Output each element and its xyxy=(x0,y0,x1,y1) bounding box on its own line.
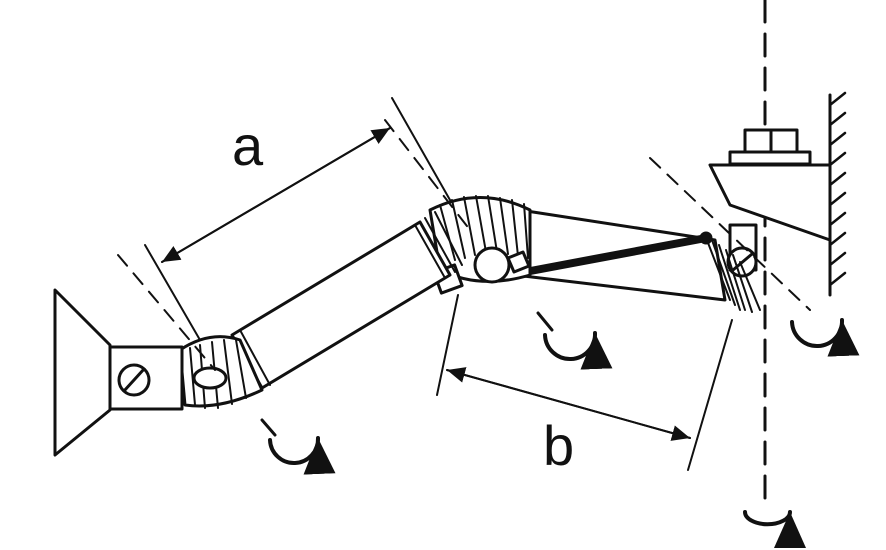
wall-hatching xyxy=(828,91,847,297)
dimension-a xyxy=(144,97,451,341)
rotation-arrow-icon xyxy=(536,311,613,370)
joint-axes xyxy=(117,119,811,371)
rotation-arrow-icon xyxy=(790,318,860,357)
rotation-arrow-icon xyxy=(260,418,336,475)
dimension-label-a: a xyxy=(232,114,264,177)
hood-clamp xyxy=(108,345,184,411)
rotation-arrow-icon xyxy=(743,510,806,549)
middle-joint xyxy=(428,195,532,295)
extraction-hood xyxy=(53,288,112,457)
upper-arm xyxy=(513,208,761,313)
dimension-label-b: b xyxy=(543,414,575,477)
rod-pivot xyxy=(699,231,713,245)
wall-bracket xyxy=(708,128,832,278)
dimension-b xyxy=(436,294,733,471)
tension-rod xyxy=(521,234,710,276)
lower-arm xyxy=(229,211,463,393)
